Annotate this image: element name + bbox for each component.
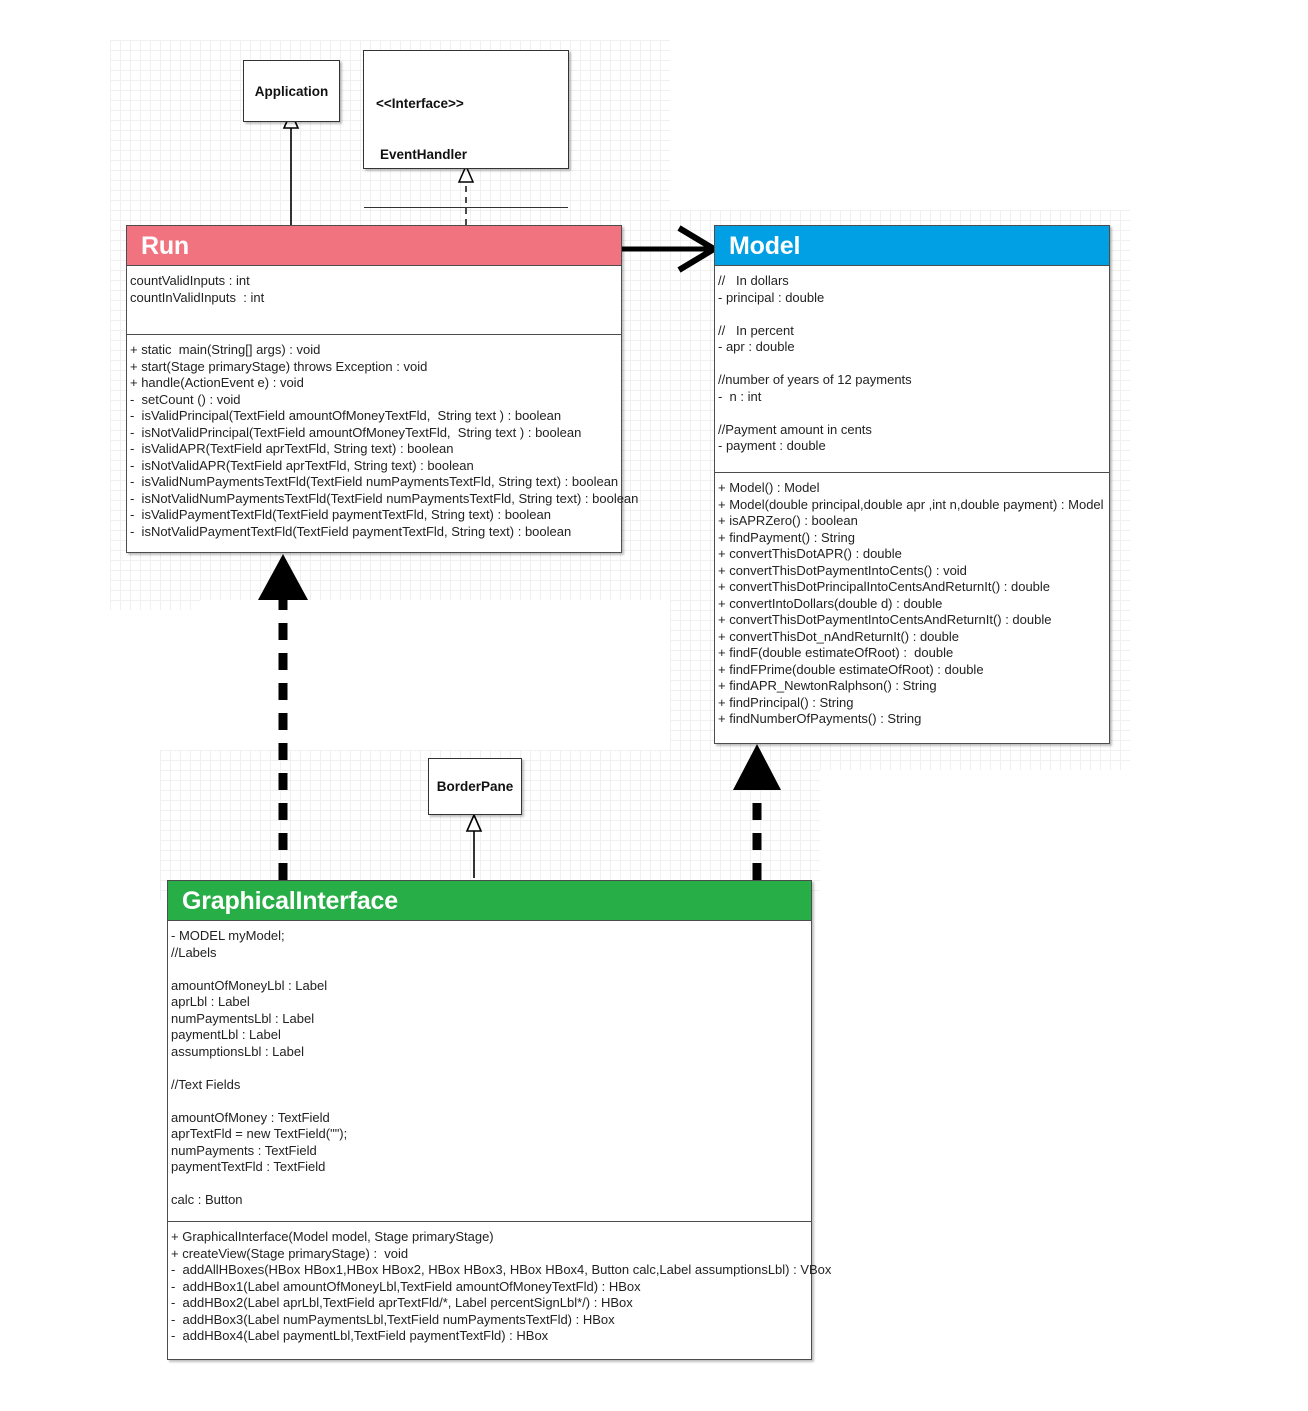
member-row: numPayments : TextField xyxy=(171,1142,317,1158)
member-row: + GraphicalInterface(Model model, Stage … xyxy=(171,1229,494,1244)
member-row: - principal : double xyxy=(718,289,825,305)
member-row xyxy=(171,961,811,978)
member-row: - payment : double xyxy=(718,438,826,453)
member-row: + convertThisDotAPR() : double xyxy=(718,546,902,561)
member-row: //Payment amount in cents xyxy=(718,421,872,437)
gui-methods-compartment: + GraphicalInterface(Model model, Stage … xyxy=(168,1221,832,1352)
member-row: + findFPrime(double estimateOfRoot) : do… xyxy=(718,661,984,677)
member-row: - isValidPaymentTextFld(TextField paymen… xyxy=(130,507,551,522)
member-row: + convertThisDotPaymentIntoCentsAndRetur… xyxy=(718,612,1052,627)
member-row: - addHBox1(Label amountOfMoneyLbl,TextFi… xyxy=(171,1278,641,1294)
edge-gui-extends-borderpane xyxy=(465,813,483,878)
member-row: - isValidNumPaymentsTextFld(TextField nu… xyxy=(130,474,619,489)
member-row: - isNotValidPaymentTextFld(TextField pay… xyxy=(130,523,572,539)
member-row: - addHBox3(Label numPaymentsLbl,TextFiel… xyxy=(171,1311,615,1327)
member-row: + static main(String[] args) : void xyxy=(130,342,321,357)
member-row: - isNotValidPrincipal(TextField amountOf… xyxy=(130,424,582,440)
edge-run-extends-application xyxy=(282,110,300,225)
class-name-model: Model xyxy=(715,226,1109,266)
member-row: + findAPR_NewtonRalphson() : String xyxy=(718,678,937,693)
member-row xyxy=(718,356,1109,373)
member-row: + isAPRZero() : boolean xyxy=(718,513,858,528)
member-row xyxy=(718,405,1109,422)
member-row xyxy=(171,1060,811,1077)
member-row: - addHBox4(Label paymentLbl,TextField pa… xyxy=(171,1328,549,1343)
member-row: + findNumberOfPayments() : String xyxy=(718,711,922,726)
member-row: + convertThisDotPaymentIntoCents() : voi… xyxy=(718,562,967,578)
gui-attributes-compartment: - MODEL myModel;//Labels amountOfMoneyLb… xyxy=(168,921,811,1221)
member-row: // In percent xyxy=(718,322,794,338)
member-row: + findPrincipal() : String xyxy=(718,694,854,710)
member-row: - apr : double xyxy=(718,339,795,354)
member-row: assumptionsLbl : Label xyxy=(171,1043,304,1059)
member-row: - addHBox2(Label aprLbl,TextField aprTex… xyxy=(171,1295,633,1310)
class-name-application: Application xyxy=(254,83,329,99)
member-row: + convertThisDotPrincipalIntoCentsAndRet… xyxy=(718,579,1051,594)
member-row xyxy=(171,1093,811,1110)
member-row xyxy=(171,1176,811,1193)
member-row: paymentTextFld : TextField xyxy=(171,1159,326,1174)
member-row: + findPayment() : String xyxy=(718,529,855,545)
member-row: //Labels xyxy=(171,944,217,960)
class-name-borderpane: BorderPane xyxy=(436,779,514,794)
edge-gui-dependency-model xyxy=(733,744,781,880)
member-row: - isNotValidNumPaymentsTextFld(TextField… xyxy=(130,490,639,506)
class-name-run: Run xyxy=(127,226,621,266)
member-row: + findF(double estimateOfRoot) : double xyxy=(718,645,954,660)
member-row xyxy=(718,306,1109,323)
member-row: + handle(ActionEvent e) : void xyxy=(130,375,304,390)
member-row: - addAllHBoxes(HBox HBox1,HBox HBox2, HB… xyxy=(171,1262,832,1277)
member-row: + Model() : Model xyxy=(718,480,820,495)
member-row: - setCount () : void xyxy=(130,391,241,407)
class-box-model[interactable]: Model // In dollars- principal : double … xyxy=(714,225,1110,744)
member-row: - n : int xyxy=(718,388,762,404)
grid-background-left-lower xyxy=(110,560,200,610)
member-row: //Text Fields xyxy=(171,1076,241,1092)
member-row: aprLbl : Label xyxy=(171,994,250,1009)
edge-run-associates-model xyxy=(622,225,720,273)
class-name-graphicalinterface: GraphicalInterface xyxy=(168,881,811,921)
class-box-graphicalinterface[interactable]: GraphicalInterface - MODEL myModel;//Lab… xyxy=(167,880,832,1360)
run-methods-compartment: + static main(String[] args) : void+ sta… xyxy=(127,334,639,547)
member-row: //number of years of 12 payments xyxy=(718,372,912,387)
model-attributes-compartment: // In dollars- principal : double // In … xyxy=(715,266,1109,472)
member-row: countInValidInputs : int xyxy=(130,289,265,305)
edge-gui-dependency-run xyxy=(258,554,308,880)
member-row: - isValidAPR(TextField aprTextFld, Strin… xyxy=(130,441,454,456)
member-row: - MODEL myModel; xyxy=(171,928,285,943)
interface-stereotype: <<Interface>> xyxy=(376,96,464,111)
member-row: + Model(double principal,double apr ,int… xyxy=(718,496,1104,512)
member-row: - isValidPrincipal(TextField amountOfMon… xyxy=(130,408,562,423)
member-row: paymentLbl : Label xyxy=(171,1027,281,1042)
member-row: aprTextFld = new TextField(""); xyxy=(171,1126,348,1141)
member-row: amountOfMoneyLbl : Label xyxy=(171,977,328,993)
member-row: + convertThisDot_nAndReturnIt() : double xyxy=(718,628,959,644)
member-row: countValidInputs : int xyxy=(130,273,250,288)
member-row: - isNotValidAPR(TextField aprTextFld, St… xyxy=(130,457,474,473)
interface-name-eventhandler: EventHandler xyxy=(380,147,468,162)
member-row: + start(Stage primaryStage) throws Excep… xyxy=(130,358,428,374)
member-row: numPaymentsLbl : Label xyxy=(171,1010,315,1026)
member-row: + createView(Stage primaryStage) : void xyxy=(171,1245,409,1261)
member-row: calc : Button xyxy=(171,1192,243,1207)
model-methods-compartment: + Model() : Model+ Model(double principa… xyxy=(715,472,1109,735)
member-row: amountOfMoney : TextField xyxy=(171,1109,330,1125)
class-box-application[interactable]: Application xyxy=(243,60,340,122)
interface-title-block: <<Interface>> EventHandler xyxy=(364,51,568,207)
member-row: + convertIntoDollars(double d) : double xyxy=(718,595,943,611)
interface-box-eventhandler[interactable]: <<Interface>> EventHandler + handle(Acti… xyxy=(363,50,569,259)
member-row: // In dollars xyxy=(718,273,789,288)
class-box-borderpane[interactable]: BorderPane xyxy=(428,758,522,815)
